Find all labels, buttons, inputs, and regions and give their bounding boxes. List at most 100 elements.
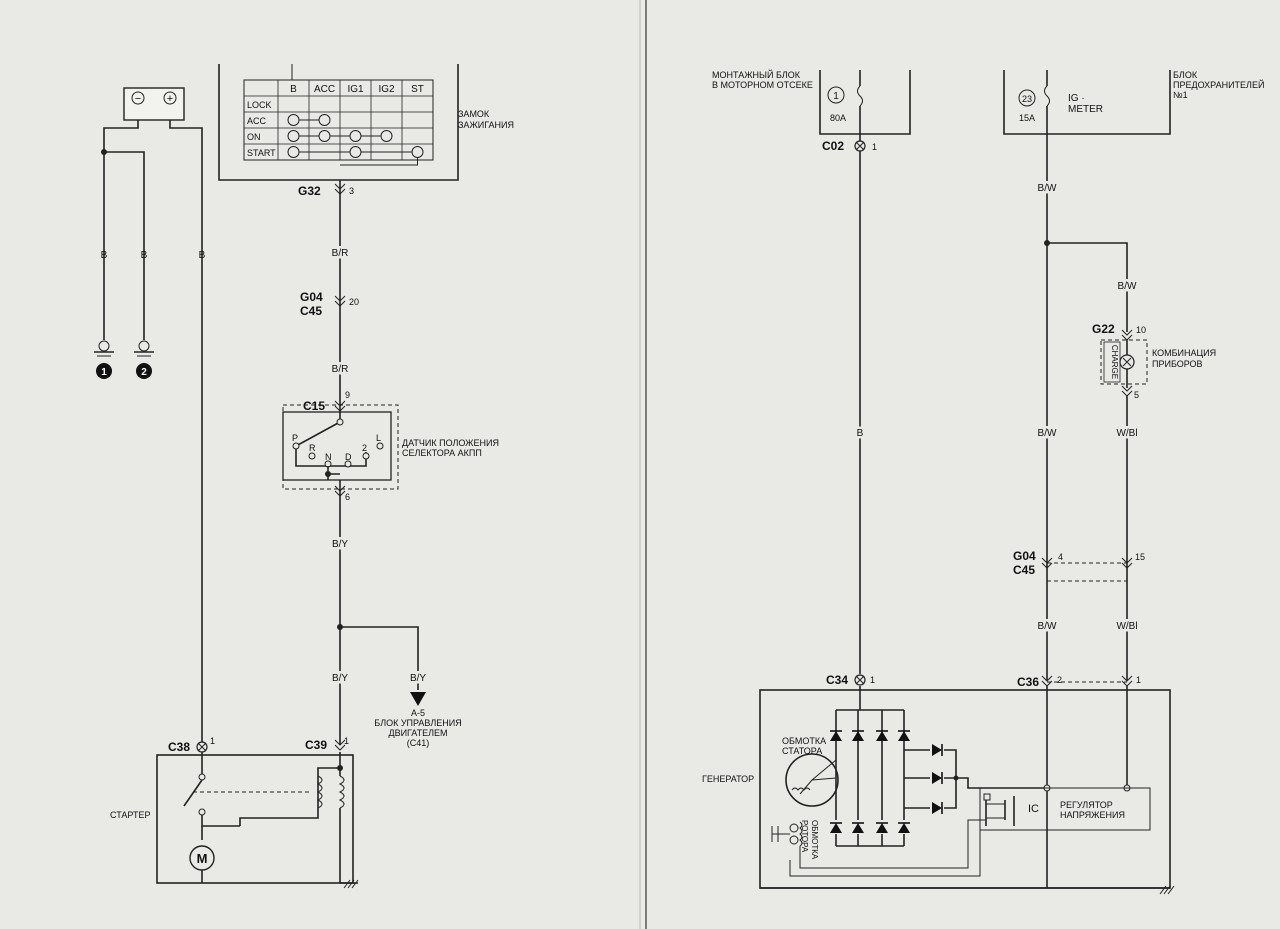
ecu-label-1: БЛОК УПРАВЛЕНИЯ xyxy=(374,718,461,728)
engine-block-label-2: В МОТОРНОМ ОТСЕКЕ xyxy=(712,80,813,90)
g22-label: G22 xyxy=(1092,322,1115,336)
battery-plus-label: + xyxy=(167,93,173,105)
ignition-label-1: ЗАМОК xyxy=(458,109,490,119)
ground-1-num: 1 xyxy=(101,367,107,378)
g04-right-pin-right: 15 xyxy=(1135,552,1145,562)
instrument-cluster: G22 10 CHARGE КОМБИНАЦИЯ ПРИБОРОВ 5 xyxy=(1092,322,1216,400)
c36-pin-left: 2 xyxy=(1057,675,1062,685)
c02-pin: 1 xyxy=(872,142,877,152)
c36-label: C36 xyxy=(1017,675,1039,689)
connector-g32: G32 3 xyxy=(298,183,354,198)
fuse23-name-1: IG · xyxy=(1068,93,1085,104)
g32-pin: 3 xyxy=(349,186,354,196)
selector-label-1: ДАТЧИК ПОЛОЖЕНИЯ xyxy=(402,438,499,448)
wire-label-b-3: B xyxy=(199,250,206,261)
connector-g04-c45-right: G04 C45 4 15 xyxy=(1013,549,1145,582)
ign-col-ig1: IG1 xyxy=(347,84,364,95)
pos-d: D xyxy=(345,452,352,462)
g22-pin-top: 10 xyxy=(1136,325,1146,335)
ground-2-num: 2 xyxy=(141,367,147,378)
fuse1-num: 1 xyxy=(833,91,839,102)
cluster-label-1: КОМБИНАЦИЯ xyxy=(1152,348,1216,358)
ign-col-acc: ACC xyxy=(314,84,335,95)
fuse-block-label-3: №1 xyxy=(1173,90,1188,100)
starter-label: СТАРТЕР xyxy=(110,810,151,820)
diode-top-4 xyxy=(898,731,910,741)
connector-c36: C36 2 1 xyxy=(1017,675,1141,689)
rectifier-diodes-bottom xyxy=(830,822,910,833)
ign-row-acc: ACC xyxy=(247,116,267,126)
fuse1-rating: 80A xyxy=(830,113,846,123)
selector-position-sensor: C15 9 P R N D 2 L ДАТЧИК ПОЛОЖЕНИЯ СЕЛЕК… xyxy=(282,390,499,502)
fuse-block-label-1: БЛОК xyxy=(1173,70,1198,80)
fuse-block-1: БЛОК ПРЕДОХРАНИТЕЛЕЙ №1 23 15A IG · METE… xyxy=(1003,70,1264,680)
c45-left-label: C45 xyxy=(300,304,322,318)
connector-c39: C39 1 xyxy=(305,736,349,752)
wire-label-b-2: B xyxy=(141,250,148,261)
stator-winding xyxy=(785,753,839,807)
g32-label: G32 xyxy=(298,184,321,198)
battery-minus-label: − xyxy=(135,93,141,105)
wire-br-2: B/R xyxy=(332,364,349,375)
connector-g04-c45-left: G04 C45 20 xyxy=(300,290,359,318)
wire-wbl-2: W/Bl xyxy=(1116,621,1137,632)
diode-bottom-1 xyxy=(830,823,842,833)
connector-c38: C38 1 xyxy=(168,736,215,754)
ecu-ref: A-5 xyxy=(411,708,425,718)
ign-row-start: START xyxy=(247,148,276,158)
stator-label-2: СТАТОРА xyxy=(782,746,822,756)
battery: − + xyxy=(123,87,185,121)
engine-block-label-1: МОНТАЖНЫЙ БЛОК xyxy=(712,69,801,80)
c45-right-label: C45 xyxy=(1013,563,1035,577)
ign-col-b: B xyxy=(290,84,297,95)
c15-pin-top: 9 xyxy=(345,390,350,400)
diode-aux-1 xyxy=(932,744,942,756)
motor-label: M xyxy=(197,851,208,866)
c34-label: C34 xyxy=(826,673,848,687)
diode-top-3 xyxy=(876,731,888,741)
connector-c02: C02 1 xyxy=(822,139,877,153)
pos-p: P xyxy=(292,433,298,443)
wire-b-right: B xyxy=(857,428,864,439)
ecu-label-3: (C41) xyxy=(407,738,430,748)
g04-right-pin-left: 4 xyxy=(1058,552,1063,562)
diode-top-2 xyxy=(852,731,864,741)
fuse23-rating: 15A xyxy=(1019,113,1035,123)
ground-2: 2 xyxy=(134,340,154,379)
wire-by-3: B/Y xyxy=(410,673,426,684)
ic-label: IC xyxy=(1028,803,1039,815)
ign-row-on: ON xyxy=(247,132,261,142)
wire-bw-4: B/W xyxy=(1038,621,1057,632)
diode-aux-3 xyxy=(932,802,942,814)
selector-label-2: СЕЛЕКТОРА АКПП xyxy=(402,448,482,458)
c02-label: C02 xyxy=(822,139,844,153)
g22-pin-bottom: 5 xyxy=(1134,390,1139,400)
wire-br-1: B/R xyxy=(332,248,349,259)
connector-c34: C34 1 xyxy=(826,673,875,687)
engine-fuse-block: МОНТАЖНЫЙ БЛОК В МОТОРНОМ ОТСЕКЕ 1 80A xyxy=(712,69,911,145)
charge-label: CHARGE xyxy=(1110,345,1119,379)
rotor-label-2: РОТОРА xyxy=(800,820,809,853)
pos-l: L xyxy=(376,433,381,443)
starter: M СТАРТЕР xyxy=(110,752,359,889)
rectifier-diodes-top xyxy=(830,730,910,741)
wire-by-2: B/Y xyxy=(332,673,348,684)
fuse23-name-2: METER xyxy=(1068,104,1103,115)
g04-left-label: G04 xyxy=(300,290,323,304)
g04-left-pin: 20 xyxy=(349,297,359,307)
wire-by-1: B/Y xyxy=(332,539,348,550)
diode-bottom-2 xyxy=(852,823,864,833)
diode-bottom-3 xyxy=(876,823,888,833)
g04-right-label: G04 xyxy=(1013,549,1036,563)
c38-pin: 1 xyxy=(210,736,215,746)
c34-pin: 1 xyxy=(870,675,875,685)
c36-pin-right: 1 xyxy=(1136,675,1141,685)
wire-bw-3: B/W xyxy=(1038,428,1057,439)
ign-col-ig2: IG2 xyxy=(378,84,395,95)
c38-label: C38 xyxy=(168,740,190,754)
wire-bw-1: B/W xyxy=(1038,183,1057,194)
c39-pin: 1 xyxy=(344,736,349,746)
